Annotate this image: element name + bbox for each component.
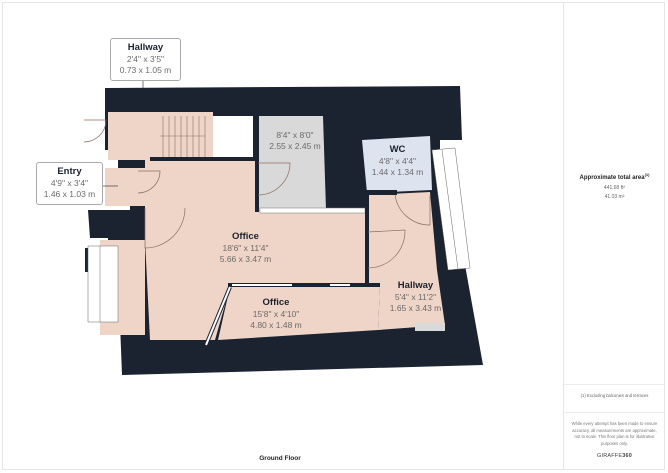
room-label-grey-room: 8'4" x 8'0" 2.55 x 2.45 m — [255, 130, 335, 151]
room-label-hallway-right: Hallway 5'4" x 11'2" 1.65 x 3.43 m — [378, 280, 453, 313]
room-dim-imperial: 2'4" x 3'5" — [126, 54, 165, 64]
area-summary: Approximate total area(1) 441.68 ft² 41.… — [564, 172, 665, 200]
stair-void — [213, 116, 253, 158]
floor-plan — [83, 81, 483, 375]
office-main-floor — [145, 160, 367, 340]
bottom-right-recess — [415, 323, 445, 331]
room-label-hallway-small: Hallway 2'4" x 3'5" 0.73 x 1.05 m — [110, 38, 181, 81]
door-swings — [83, 119, 431, 269]
room-label-entry: Entry 4'9" x 3'4" 1.46 x 1.03 m — [36, 162, 103, 205]
office-lower-floor — [218, 286, 380, 340]
room-dim-imperial: 4'9" x 3'4" — [50, 178, 89, 188]
room-dim-metric: 2.55 x 2.45 m — [269, 140, 321, 151]
grey-room-window — [259, 207, 366, 214]
divider — [564, 412, 665, 413]
room-label-office-main: Office 18'6" x 11'4" 5.66 x 3.47 m — [203, 231, 288, 264]
floor-name: Ground Floor — [259, 455, 301, 462]
left-window — [87, 245, 119, 323]
room-dim-metric: 4.80 x 1.48 m — [250, 319, 302, 330]
room-label-wc: WC 4'8" x 4'4" 1.44 x 1.34 m — [360, 144, 435, 177]
wc-floor — [362, 136, 432, 193]
room-name: Entry — [57, 166, 82, 177]
area-sqft: 441.68 ft² — [603, 185, 626, 191]
callout-leaders — [102, 81, 144, 187]
entry-floor — [105, 168, 153, 206]
room-name: Hallway — [127, 42, 164, 53]
area-sqm: 41.03 m² — [604, 194, 625, 200]
room-name: Office — [232, 231, 259, 242]
hallway-right-floor — [367, 192, 445, 330]
room-label-office-lower: Office 15'8" x 4'10" 4.80 x 1.48 m — [236, 297, 316, 330]
room-dim-imperial: 15'8" x 4'10" — [252, 309, 300, 319]
room-dim-imperial: 18'6" x 11'4" — [222, 243, 269, 253]
area-title: Approximate total area(1) — [579, 172, 650, 181]
room-dim-imperial: 8'4" x 8'0" — [276, 130, 314, 140]
room-dim-metric: 5.66 x 3.47 m — [219, 253, 272, 264]
partition-wall — [228, 283, 380, 287]
disclaimer-block: While every attempt has been made to ens… — [564, 421, 665, 459]
room-dim-metric: 1.65 x 3.43 m — [389, 302, 442, 313]
room-dim-metric: 0.73 x 1.05 m — [119, 64, 172, 75]
room-name: WC — [389, 144, 406, 155]
room-dim-imperial: 5'4" x 11'2" — [394, 292, 437, 302]
right-window — [431, 147, 471, 271]
grey-room-floor — [259, 116, 326, 210]
room-name: Hallway — [397, 280, 434, 291]
stairs — [160, 116, 206, 157]
info-sidebar: Approximate total area(1) 441.68 ft² 41.… — [563, 2, 665, 470]
room-name: Office — [262, 297, 290, 308]
disclaimer: While every attempt has been made to ens… — [571, 421, 658, 446]
room-dim-metric: 1.44 x 1.34 m — [371, 166, 424, 177]
footnote: (1) Excluding balconies and terraces — [580, 393, 649, 398]
divider — [564, 384, 665, 385]
brand-logo: GIRAFFE360 — [596, 453, 632, 459]
room-dim-imperial: 4'8" x 4'4" — [378, 156, 417, 166]
room-dim-metric: 1.46 x 1.03 m — [43, 188, 96, 199]
